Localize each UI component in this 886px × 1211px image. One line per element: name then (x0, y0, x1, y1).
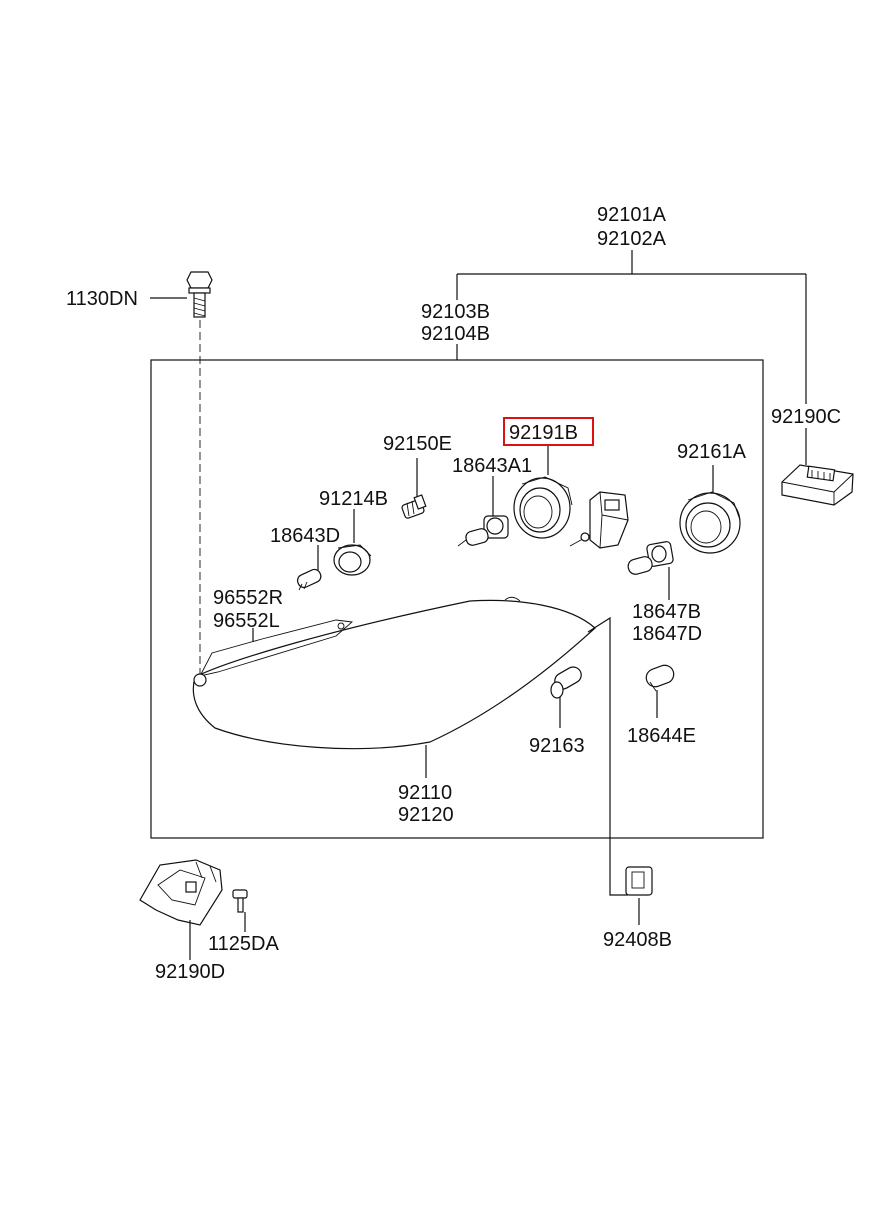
bolt-1130dn[interactable] (186, 271, 213, 318)
ballast-unit-92190c[interactable] (781, 464, 854, 506)
label-18643d[interactable]: 18643D (270, 525, 340, 547)
label-96552r[interactable]: 96552R (213, 587, 283, 609)
assembly-leader-lines (456, 250, 807, 465)
label-1125da[interactable]: 1125DA (208, 933, 279, 955)
label-92103b[interactable]: 92103B (421, 301, 490, 323)
bulb-18643d[interactable] (296, 567, 323, 591)
label-18643a1[interactable]: 18643A1 (452, 455, 532, 477)
bulb-92163[interactable] (550, 664, 584, 699)
label-92150e[interactable]: 92150E (383, 433, 452, 455)
retaining-ring-92161a[interactable] (679, 491, 741, 554)
connector-92408b[interactable] (625, 866, 653, 896)
label-1130dn[interactable]: 1130DN (66, 288, 138, 310)
label-92408b[interactable]: 92408B (603, 929, 672, 951)
label-92102a[interactable]: 92102A (597, 228, 667, 250)
headlamp-housing-92110[interactable] (192, 596, 596, 750)
leveling-actuator[interactable] (569, 491, 629, 549)
label-92110[interactable]: 92110 (398, 782, 452, 804)
label-92191b[interactable]: 92191B (509, 422, 578, 444)
label-92161a[interactable]: 92161A (677, 441, 747, 463)
retaining-ring-92191b[interactable] (513, 476, 573, 539)
highlight-box-92191b (503, 417, 594, 446)
label-18647d[interactable]: 18647D (632, 623, 702, 645)
label-96552l[interactable]: 96552L (213, 610, 280, 632)
label-91214b[interactable]: 91214B (319, 488, 388, 510)
label-18644e[interactable]: 18644E (627, 725, 696, 747)
bulb-18643a1[interactable] (457, 515, 509, 547)
label-92190c[interactable]: 92190C (771, 406, 841, 428)
label-92190d[interactable]: 92190D (155, 961, 225, 983)
label-18647b[interactable]: 18647B (632, 601, 701, 623)
screw-1125da[interactable] (232, 889, 248, 913)
socket-92150e[interactable] (401, 494, 427, 519)
label-92120[interactable]: 92120 (398, 804, 454, 826)
label-92104b[interactable]: 92104B (421, 323, 490, 345)
bulb-18644e[interactable] (644, 663, 676, 692)
label-92163[interactable]: 92163 (529, 735, 585, 757)
label-92101a[interactable]: 92101A (597, 204, 667, 226)
cap-91214b[interactable] (333, 544, 372, 576)
bracket-92190d[interactable] (139, 859, 223, 926)
bulb-18647b[interactable] (627, 541, 674, 576)
